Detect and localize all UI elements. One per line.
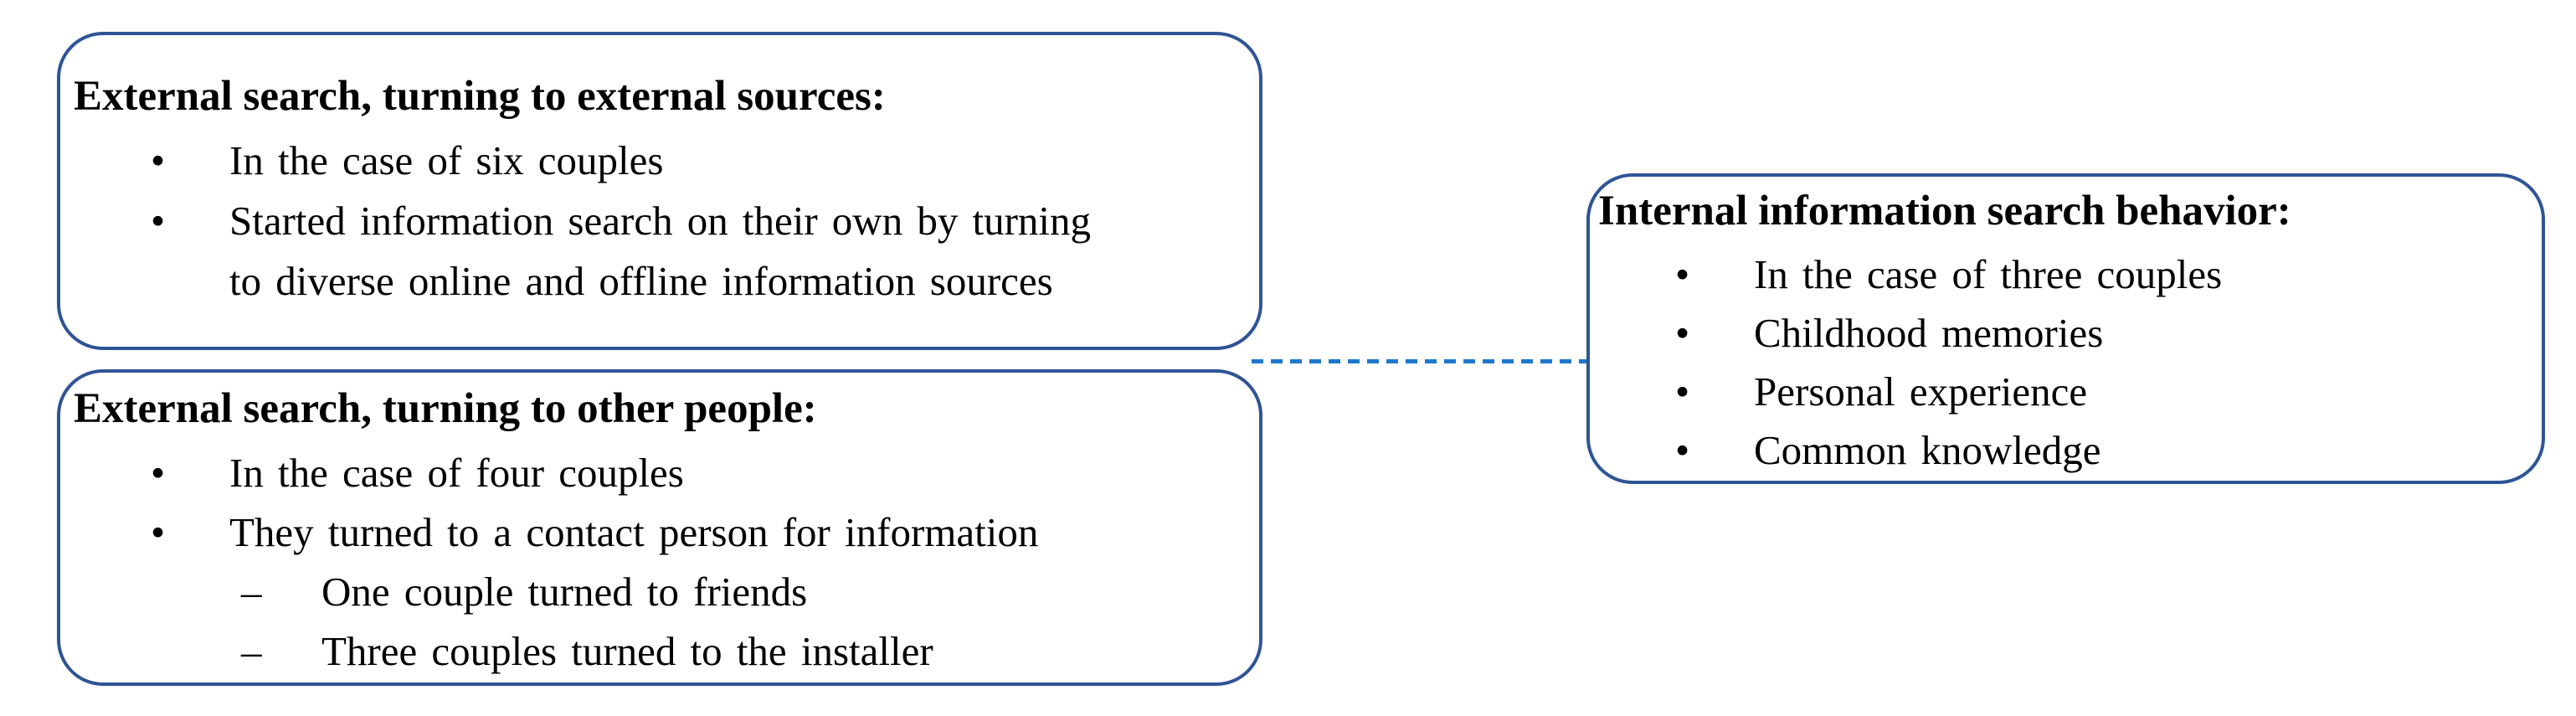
external-sources-box-title: External search, turning to external sou… — [74, 73, 886, 120]
list-item-text: In the case of three couples — [1754, 251, 2223, 297]
list-item-text: Three couples turned to the installer — [321, 628, 933, 674]
bullet-marker-icon: • — [151, 137, 166, 183]
bullet-marker-icon: • — [1675, 310, 1690, 356]
other-people-box: External search, turning to other people… — [57, 369, 1262, 686]
list-item-text: One couple turned to friends — [321, 569, 808, 615]
list-item: • In the case of three couples — [1598, 245, 2522, 304]
list-item: • They turned to a contact person for in… — [74, 502, 1239, 562]
external-sources-list: • In the case of six couples • Started i… — [74, 131, 1239, 312]
bullet-marker-icon: • — [151, 450, 166, 496]
external-sources-box: External search, turning to external sou… — [57, 32, 1262, 350]
dash-marker-icon: – — [241, 569, 262, 615]
list-item: • In the case of six couples — [74, 131, 1239, 191]
list-item: • Started information search on their ow… — [74, 191, 1239, 312]
list-item-text: Common knowledge — [1754, 427, 2101, 473]
sub-list-item: – One couple turned to friends — [74, 562, 1239, 621]
list-item: • Childhood memories — [1598, 304, 2522, 363]
sub-list-item: – Three couples turned to the installer — [74, 621, 1239, 681]
list-item: • Personal experience — [1598, 363, 2522, 421]
list-item: • Common knowledge — [1598, 421, 2522, 480]
bullet-marker-icon: • — [1675, 427, 1690, 473]
bullet-marker-icon: • — [151, 509, 166, 555]
dashed-connector-line — [1252, 359, 1586, 363]
list-item-text: They turned to a contact person for info… — [229, 509, 1039, 555]
bullet-marker-icon: • — [151, 198, 166, 244]
list-item-text: Personal experience — [1754, 368, 2088, 415]
list-item: • In the case of four couples — [74, 443, 1239, 502]
other-people-list: • In the case of four couples • They tur… — [74, 443, 1239, 681]
internal-search-box-title: Internal information search behavior: — [1598, 188, 2291, 234]
bullet-marker-icon: • — [1675, 368, 1690, 415]
bullet-marker-icon: • — [1675, 251, 1690, 297]
internal-search-box: Internal information search behavior: • … — [1586, 173, 2545, 484]
other-people-box-title: External search, turning to other people… — [74, 385, 817, 432]
list-item-text: In the case of four couples — [229, 450, 684, 496]
dash-marker-icon: – — [241, 628, 262, 674]
list-item-text: In the case of six couples — [229, 137, 664, 183]
internal-search-list: • In the case of three couples • Childho… — [1598, 245, 2522, 480]
list-item-text: Started information search on their own … — [229, 198, 1092, 304]
list-item-text: Childhood memories — [1754, 310, 2104, 356]
